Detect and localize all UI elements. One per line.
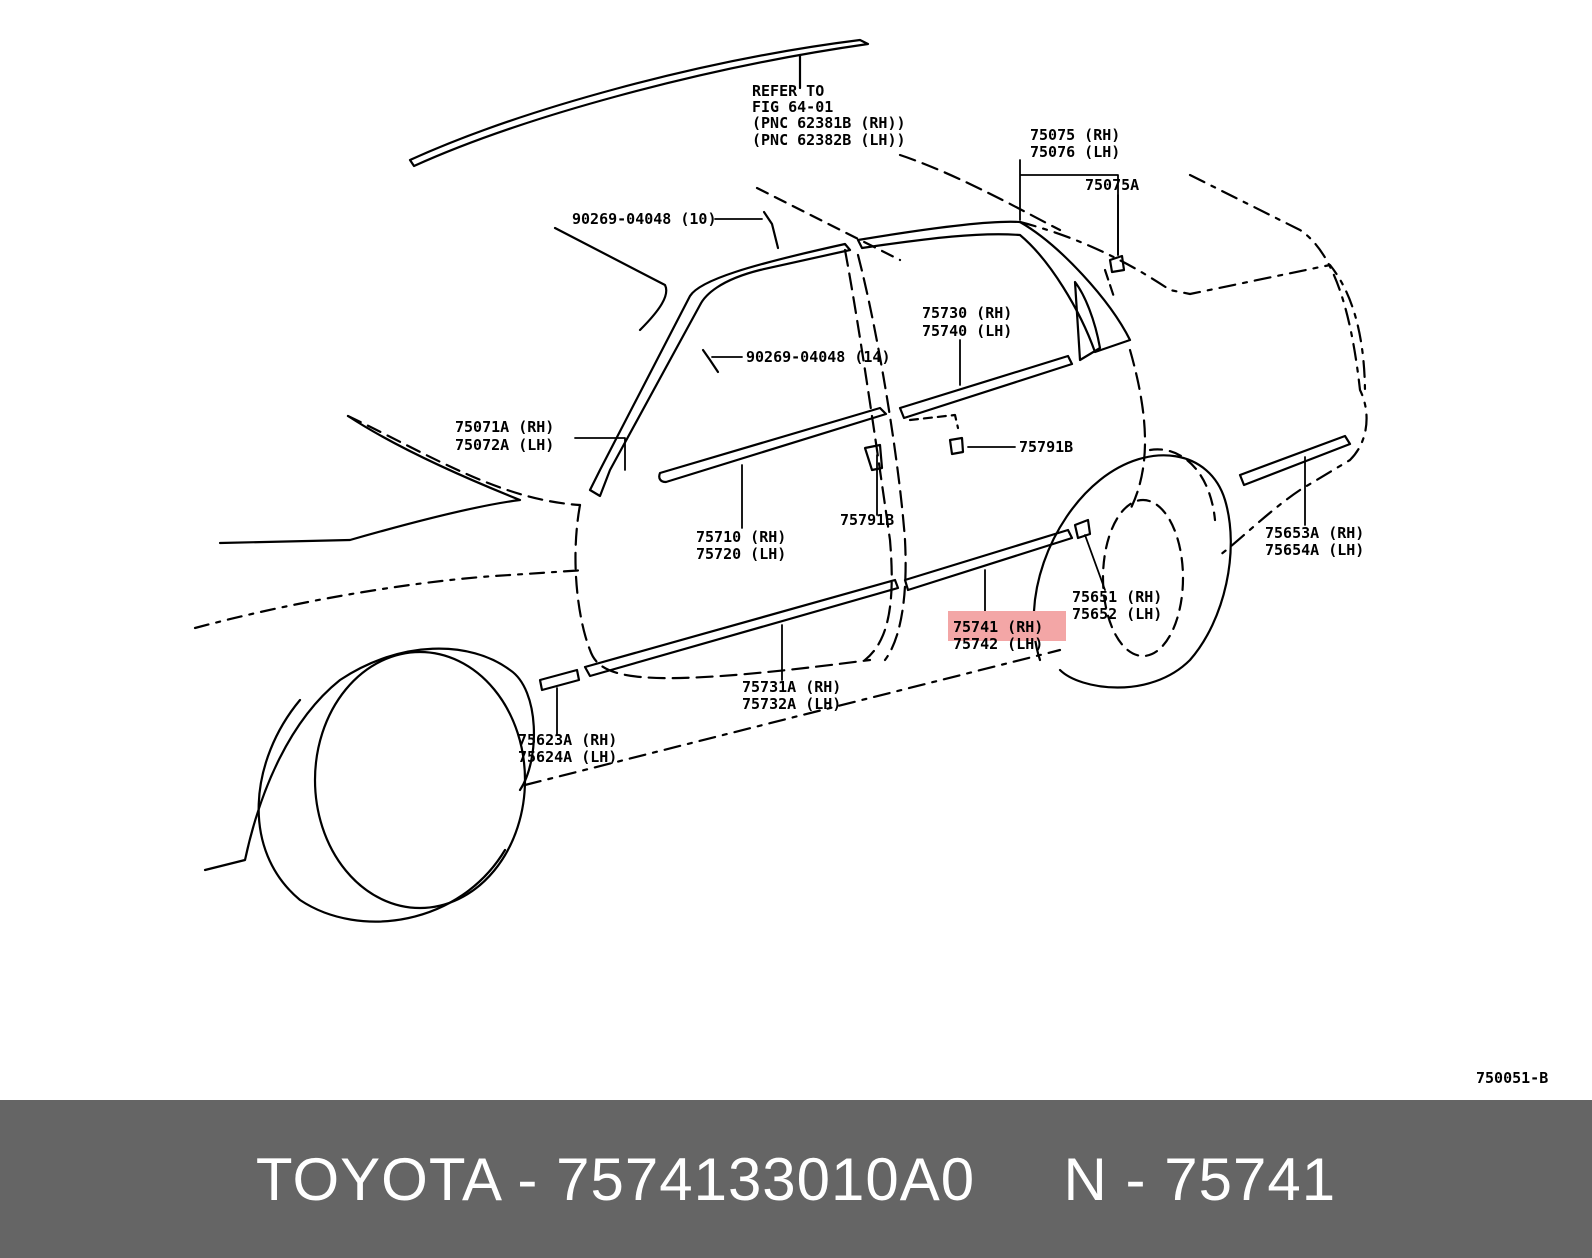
part-label-line: 90269-04048 (10) (572, 210, 717, 228)
part-label-75623a: 75623A (RH) 75624A (LH) (518, 731, 617, 766)
part-label-75710: 75710 (RH) 75720 (LH) (696, 528, 786, 563)
part-label-line: 75742 (LH) (953, 635, 1043, 653)
rear-door-window (856, 220, 1132, 354)
part-label-75653a: 75653A (RH) 75654A (LH) (1265, 524, 1364, 559)
part-label-90269-14: 90269-04048 (14) (746, 348, 891, 366)
screw-90269-14 (701, 348, 720, 374)
part-label-90269-10: 90269-04048 (10) (572, 210, 717, 228)
clip-75075a (1108, 254, 1126, 274)
footer-caption: TOYOTA - 7574133010A0 N - 75741 (256, 1145, 1336, 1214)
brand-name: TOYOTA (255, 1145, 500, 1213)
part-label-75791b-center: 75791B (840, 511, 894, 529)
fender-moulding (538, 668, 581, 692)
ref-number: 75741 (1164, 1145, 1337, 1213)
part-label-75741: 75741 (RH) 75742 (LH) (953, 618, 1043, 653)
front-wheel-arch (203, 647, 535, 872)
a-pillar (588, 242, 852, 498)
spacer (975, 1146, 1063, 1213)
front-door-side-moulding (583, 578, 900, 678)
part-number: 7574133010A0 (556, 1145, 976, 1213)
front-door-belt-moulding (658, 406, 888, 484)
screw-90269-10 (762, 210, 780, 250)
front-tire (313, 650, 527, 910)
part-label-75791b-right: 75791B (1019, 438, 1073, 456)
part-label-line: 75740 (LH) (922, 322, 1012, 340)
refer-note-line: (PNC 62381B (RH)) (752, 114, 906, 132)
clip-75651 (1073, 518, 1092, 540)
part-label-line: 75075A (1085, 176, 1139, 194)
quarter-moulding (1238, 434, 1352, 487)
roof-moulding (408, 38, 870, 168)
figure-id: 750051-B (1476, 1069, 1548, 1087)
part-label-line: 75075 (RH) (1030, 126, 1120, 144)
ref-prefix: N (1063, 1145, 1108, 1213)
part-label-line: 75076 (LH) (1030, 143, 1120, 161)
refer-note-line: FIG 64-01 (752, 98, 833, 116)
refer-note-line: REFER TO (752, 82, 824, 100)
part-label-line: 75741 (RH) (953, 618, 1043, 636)
part-label-line: 75732A (LH) (742, 695, 841, 713)
part-label-line: 75651 (RH) (1072, 588, 1162, 606)
rear-door-side-moulding (903, 528, 1074, 592)
part-label-line: 75624A (LH) (518, 748, 617, 766)
clip-75791b-center (863, 443, 884, 472)
part-label-line: 75710 (RH) (696, 528, 786, 546)
part-label-line: 75791B (840, 511, 894, 529)
part-label-line: 75730 (RH) (922, 304, 1012, 322)
refer-note-line: (PNC 62382B (LH)) (752, 131, 906, 149)
part-label-line: 75653A (RH) (1265, 524, 1364, 542)
part-label-line: 90269-04048 (14) (746, 348, 891, 366)
separator: - (499, 1145, 557, 1213)
part-label-line: 75654A (LH) (1265, 541, 1364, 559)
separator: - (1107, 1145, 1165, 1213)
parts-diagram: REFER TO FIG 64-01 (PNC 62381B (RH)) (PN… (193, 38, 1548, 1087)
part-label-line: 75791B (1019, 438, 1073, 456)
part-label-line: 75720 (LH) (696, 545, 786, 563)
part-label-75731a: 75731A (RH) 75732A (LH) (742, 678, 841, 713)
footer-bar: TOYOTA - 7574133010A0 N - 75741 (0, 1100, 1592, 1258)
part-label-line: 75071A (RH) (455, 418, 554, 436)
rear-door-belt-moulding (898, 354, 1074, 420)
part-label-line: 75652 (LH) (1072, 605, 1162, 623)
rear-tire (1101, 498, 1185, 658)
part-label-line: 75731A (RH) (742, 678, 841, 696)
rear-wheel-arch (1032, 454, 1232, 689)
part-label-75651: 75651 (RH) 75652 (LH) (1072, 588, 1162, 623)
part-label-75075: 75075 (RH) 75076 (LH) (1030, 126, 1120, 161)
clip-75791b-right (948, 436, 965, 456)
refer-note: REFER TO FIG 64-01 (PNC 62381B (RH)) (PN… (752, 82, 906, 149)
hood-outline (553, 226, 668, 332)
part-label-75075a: 75075A (1085, 176, 1139, 194)
part-label-75730: 75730 (RH) 75740 (LH) (922, 304, 1012, 340)
part-label-75071a: 75071A (RH) 75072A (LH) (455, 418, 554, 454)
part-label-line: 75623A (RH) (518, 731, 617, 749)
highlight-75741 (948, 611, 1066, 641)
part-label-line: 75072A (LH) (455, 436, 554, 454)
